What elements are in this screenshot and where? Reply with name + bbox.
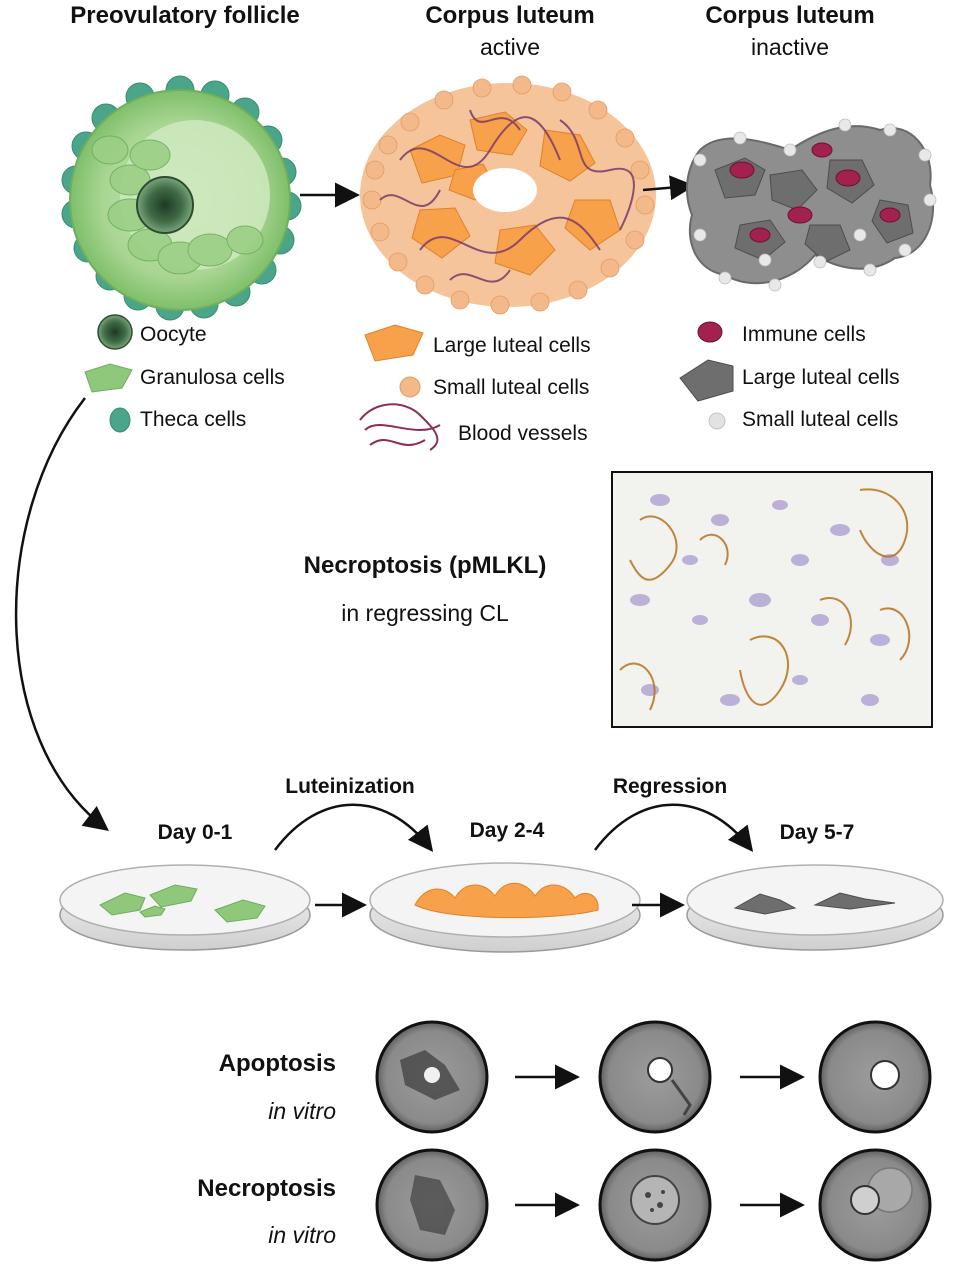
immune-cell-icon [697, 321, 723, 343]
legend-cl-active-icons [359, 324, 441, 451]
necroptosis-micrographs [375, 1148, 932, 1262]
day-label-2-4: Day 2-4 [469, 819, 545, 842]
day-label-0-1: Day 0-1 [157, 821, 233, 844]
arrow-regression [594, 803, 754, 852]
day-label-5-7: Day 5-7 [779, 821, 855, 844]
necroptosis-panel-subtitle: in regressing CL [341, 600, 509, 626]
arrow-cl-active-to-inactive [642, 175, 695, 201]
stage-title-cl-inactive: Corpus luteum [705, 2, 875, 29]
stage-subtitle-cl-inactive: inactive [751, 34, 829, 60]
legend-granulosa-cells: Granulosa cells [140, 366, 285, 389]
oocyte-icon [97, 314, 133, 350]
petri-dish-1 [59, 864, 311, 951]
step-luteinization: Luteinization [285, 775, 415, 798]
legend-small-luteal-cells-inactive: Small luteal cells [742, 408, 899, 431]
blood-vessel-icon [359, 403, 441, 451]
necroptosis-label: Necroptosis [197, 1175, 336, 1202]
legend-theca-cells: Theca cells [140, 408, 247, 431]
large-luteal-cell-icon [364, 324, 424, 362]
legend-large-luteal-cells: Large luteal cells [433, 334, 591, 357]
small-luteal-cell-icon [399, 376, 421, 398]
pmlkl-micrograph [611, 471, 933, 728]
legend-blood-vessels: Blood vessels [458, 422, 588, 445]
arrow-luteinization [274, 803, 434, 852]
apoptosis-sublabel: in vitro [268, 1098, 336, 1124]
stage-subtitle-cl-active: active [479, 34, 541, 60]
cl-active-illustration [360, 75, 656, 315]
arrow-follicle-to-culture [14, 397, 109, 832]
granulosa-cell-icon [84, 363, 133, 393]
necroptosis-sublabel: in vitro [268, 1222, 336, 1248]
stage-title-follicle: Preovulatory follicle [70, 2, 300, 29]
legend-oocyte: Oocyte [140, 323, 207, 346]
cl-inactive-illustration [685, 118, 937, 292]
apoptosis-micrographs [375, 1020, 932, 1134]
apoptosis-label: Apoptosis [218, 1050, 336, 1077]
stage-title-cl-active: Corpus luteum [425, 2, 595, 29]
legend-cl-inactive-icons [679, 321, 734, 430]
necroptosis-panel-title: Necroptosis (pMLKL) [303, 552, 547, 579]
legend-immune-cells: Immune cells [742, 323, 866, 346]
petri-dish-3 [686, 864, 944, 951]
legend-follicle-icons [84, 314, 133, 433]
theca-cell-icon [109, 407, 131, 433]
large-luteal-cell-gray-icon [679, 359, 734, 402]
legend-small-luteal-cells: Small luteal cells [433, 376, 590, 399]
step-regression: Regression [612, 775, 728, 798]
legend-large-luteal-cells-inactive: Large luteal cells [742, 366, 900, 389]
small-luteal-cell-gray-icon [708, 412, 726, 430]
petri-dish-2 [369, 862, 641, 953]
follicle-illustration [61, 75, 302, 321]
